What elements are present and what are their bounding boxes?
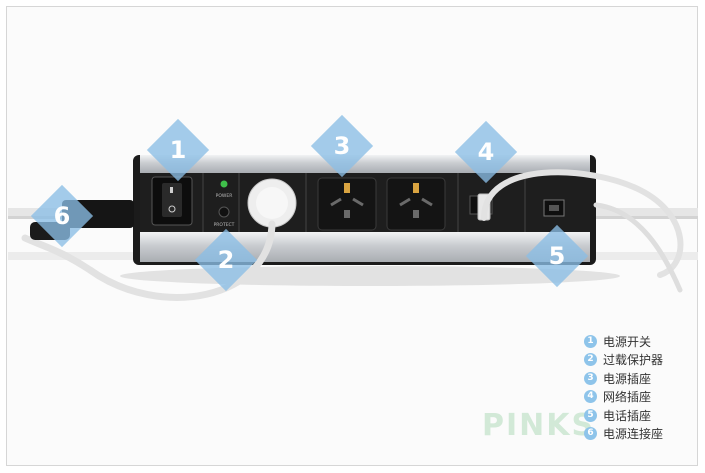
marker-3: 3 <box>310 114 374 178</box>
power-label: POWER <box>216 193 233 199</box>
switch-on-mark <box>170 187 173 193</box>
marker-number: 4 <box>477 138 495 166</box>
phone-cable <box>593 202 683 293</box>
legend-number: 5 <box>584 408 597 422</box>
marker-number: 2 <box>217 246 235 274</box>
legend-text: 电源插座 <box>603 371 652 386</box>
power-led <box>220 180 228 188</box>
marker-2: 2 <box>194 228 258 292</box>
legend-item: 1 电源开关 <box>584 332 699 351</box>
protect-label: PROTECT <box>214 222 235 228</box>
legend-item: 4 网络插座 <box>584 388 699 407</box>
legend-item: 2 过载保护器 <box>584 351 699 370</box>
marker-1: 1 <box>146 118 210 182</box>
marker-5: 5 <box>525 224 589 288</box>
phone-jack-contacts <box>549 205 559 211</box>
module-dividers <box>202 173 526 232</box>
legend-text: 电源开关 <box>603 334 652 349</box>
legend-item: 5 电话插座 <box>584 406 699 425</box>
legend: 1 电源开关 2 过载保护器 3 电源插座 4 网络插座 5 电话插座 6 电源… <box>584 332 699 443</box>
watermark: PINKS <box>482 408 596 443</box>
legend-text: 电源连接座 <box>603 427 664 442</box>
legend-text: 网络插座 <box>603 390 652 405</box>
power-plug-cable <box>21 220 276 301</box>
legend-number: 3 <box>584 371 597 385</box>
legend-number: 6 <box>584 427 597 441</box>
legend-item: 6 电源连接座 <box>584 425 699 444</box>
legend-number: 2 <box>584 353 597 367</box>
universal-socket-2 <box>386 177 446 231</box>
marker-number: 5 <box>548 242 566 270</box>
network-cable <box>481 169 684 278</box>
marker-number: 6 <box>53 202 71 230</box>
legend-number: 4 <box>584 390 597 404</box>
marker-4: 4 <box>454 120 518 184</box>
protect-button <box>218 206 230 218</box>
legend-number: 1 <box>584 334 597 348</box>
marker-6: 6 <box>30 184 94 248</box>
rocker <box>162 183 182 217</box>
marker-number: 1 <box>169 136 187 164</box>
round-plug-face <box>256 187 288 219</box>
switch-off-mark <box>168 205 176 213</box>
marker-number: 3 <box>333 132 351 160</box>
legend-item: 3 电源插座 <box>584 369 699 388</box>
legend-text: 过载保护器 <box>603 353 664 368</box>
universal-socket-1 <box>317 177 377 231</box>
legend-text: 电话插座 <box>603 408 652 423</box>
